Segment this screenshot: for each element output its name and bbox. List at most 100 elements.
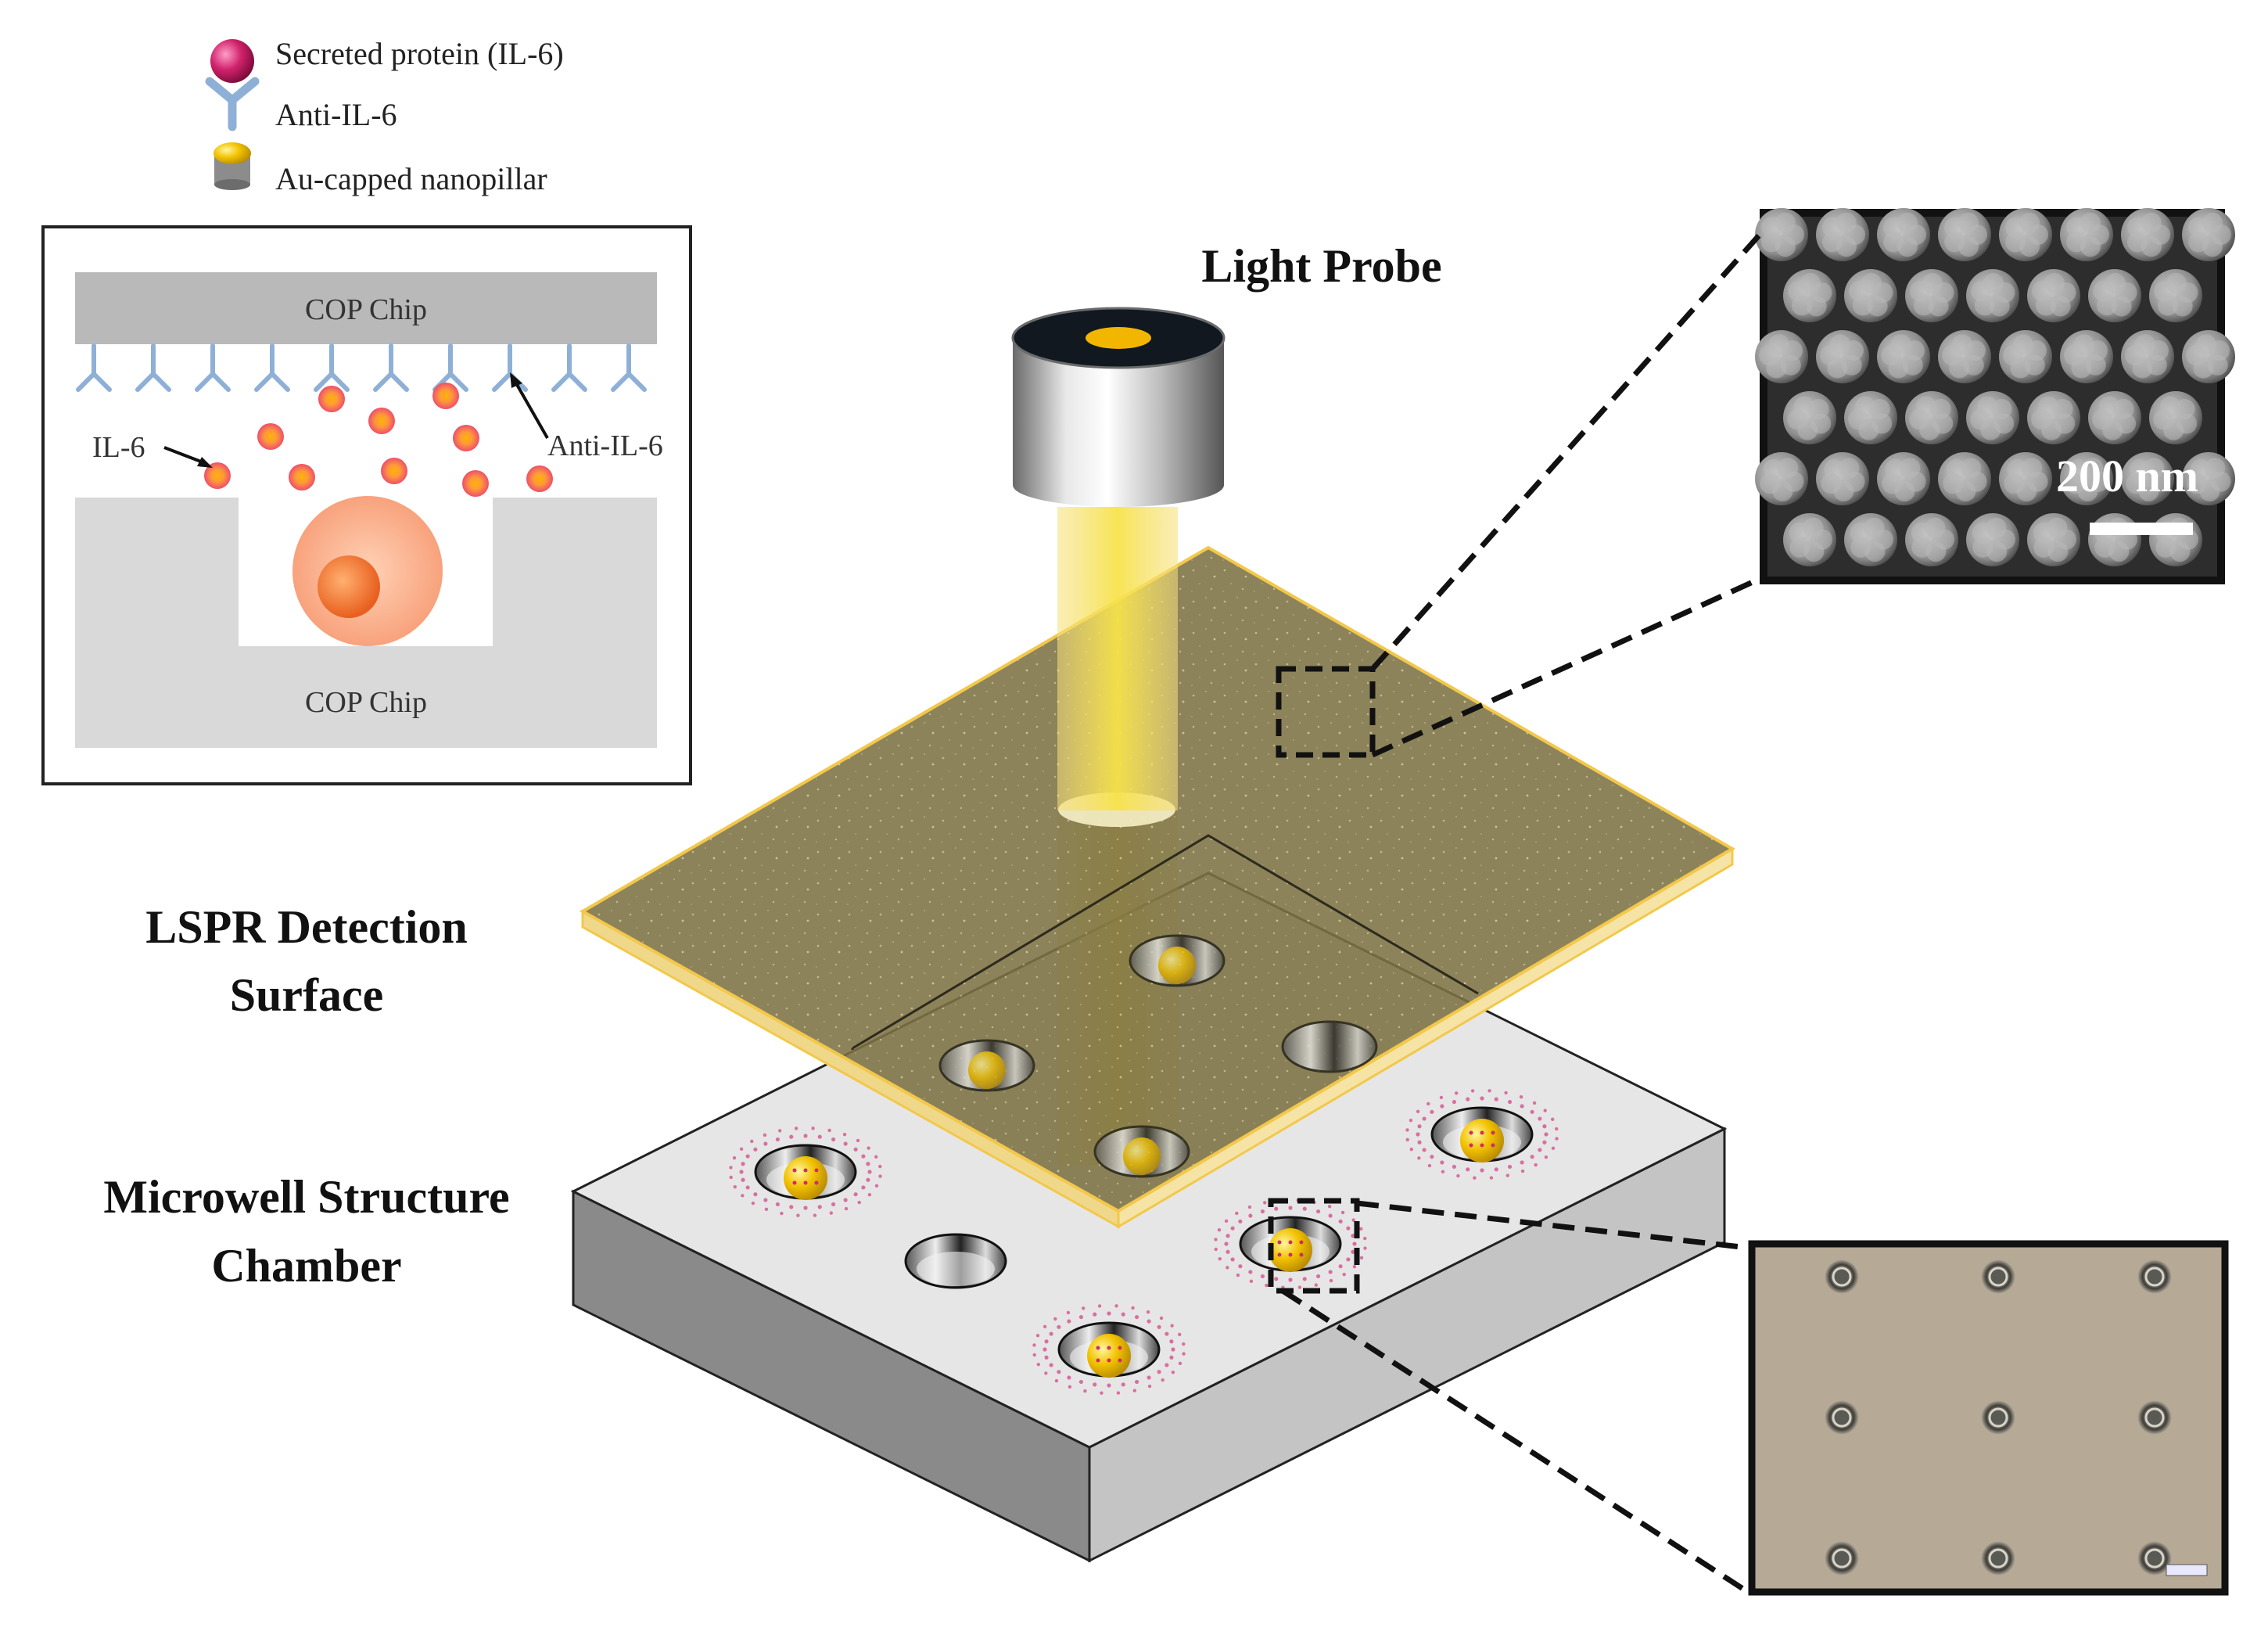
light-probe-label: Light Probe xyxy=(1201,240,1441,292)
faded-well xyxy=(1129,934,1226,987)
top-chip-label: COP Chip xyxy=(305,293,427,326)
antibody xyxy=(254,343,290,392)
microwell-dot xyxy=(1981,1541,2015,1576)
nanopillar-cluster xyxy=(2027,269,2080,322)
well-with-cell xyxy=(1405,1089,1559,1180)
nanopillar-cluster xyxy=(1999,208,2052,261)
il6-arrowhead xyxy=(197,457,213,468)
nanopillar-cluster xyxy=(2121,208,2174,261)
nanopillar-cluster xyxy=(1877,452,1930,505)
nanopillar-cluster xyxy=(2027,391,2080,444)
well-with-cell xyxy=(729,1127,882,1217)
il6-particle xyxy=(381,458,407,484)
faded-well xyxy=(938,1039,1035,1092)
legend-label-antibody: Anti-IL-6 xyxy=(275,97,397,132)
nanopillar-cluster xyxy=(1783,391,1836,444)
il6-particle xyxy=(432,383,459,409)
microwell-dot xyxy=(1825,1259,1859,1294)
il6-particle xyxy=(368,408,395,434)
nanopillar-cluster xyxy=(1844,513,1897,566)
light-beam-upper xyxy=(1057,507,1178,810)
faded-well xyxy=(1093,1125,1190,1178)
nanopillar-cluster xyxy=(1938,330,1991,383)
antibody xyxy=(195,343,231,392)
il6-particle xyxy=(318,386,345,412)
nanopillar-cluster xyxy=(1844,391,1897,444)
nanopillar-cluster xyxy=(1816,208,1869,261)
antibody xyxy=(135,343,171,392)
nanopillar-cluster xyxy=(2182,208,2235,261)
antibody-row xyxy=(76,343,647,392)
nanopillar-cluster xyxy=(1905,391,1958,444)
microwell-selection-box xyxy=(1268,1198,1360,1294)
well-with-cell xyxy=(1032,1304,1186,1395)
visible-wells-under-surface xyxy=(938,934,1378,1178)
il6-arrow xyxy=(163,446,206,465)
captured-cell xyxy=(292,496,443,646)
nanopillar-cluster xyxy=(1816,452,1869,505)
nanopillar-cluster xyxy=(1966,269,2019,322)
anti-il6-label: Anti-IL-6 xyxy=(547,429,663,462)
nanopillar-cluster xyxy=(2149,513,2202,566)
sem-zoom-line-bottom xyxy=(1371,576,1761,758)
sem-selection-box xyxy=(1276,666,1376,758)
microscope-scale-mark xyxy=(2166,1564,2208,1576)
antibody xyxy=(373,343,409,392)
nanopillar-cluster xyxy=(1905,269,1958,322)
sem-scale-label: 200 nm xyxy=(2056,451,2198,501)
nanopillar-cluster xyxy=(2121,330,2174,383)
nanopillar-cluster xyxy=(2121,452,2174,505)
nanopillar-cluster xyxy=(2182,452,2235,505)
legend: Secreted protein (IL-6) Anti-IL-6 Au-cap… xyxy=(205,36,564,196)
nanopillar-cluster xyxy=(1966,513,2019,566)
nanopillar-cluster xyxy=(2088,269,2141,322)
top-cop-chip xyxy=(75,272,657,344)
nanopillar-cluster xyxy=(1755,452,1808,505)
microwell-dot xyxy=(2137,1259,2172,1294)
il6-particle xyxy=(453,425,479,451)
microwell-dot xyxy=(1825,1400,1859,1435)
nanopillar-cluster xyxy=(1783,513,1836,566)
nanopillar-cluster xyxy=(2060,452,2113,505)
microwell-dot xyxy=(1981,1259,2015,1294)
light-probe xyxy=(1011,307,1226,507)
nanopillar-cluster xyxy=(1877,330,1930,383)
nanopillar-cluster xyxy=(2149,391,2202,444)
nanopillar-cluster xyxy=(1755,208,1808,261)
nanopillar-cluster xyxy=(2088,513,2141,566)
nanopillar-cluster xyxy=(1816,330,1869,383)
il6-particle xyxy=(289,464,315,490)
nanopillar-cluster xyxy=(1905,513,1958,566)
antibody xyxy=(611,343,647,392)
lspr-label-line1: LSPR Detection xyxy=(145,901,468,953)
nanopillar-cluster xyxy=(2027,513,2080,566)
microwell-dots xyxy=(1825,1259,2172,1576)
lspr-label-line2: Surface xyxy=(230,969,384,1021)
nanopillar-cluster xyxy=(1755,330,1808,383)
microwell-dot xyxy=(2137,1400,2172,1435)
antibody-icon xyxy=(205,77,260,131)
il6-particle xyxy=(204,462,231,489)
microwell-dot xyxy=(1981,1400,2015,1435)
probe-light-source xyxy=(1086,327,1151,349)
il6-label: IL-6 xyxy=(92,431,145,464)
lspr-detection-surface xyxy=(579,545,1735,1229)
empty-well xyxy=(904,1233,1007,1289)
microwell-array xyxy=(729,1089,1559,1395)
anti-il6-arrow xyxy=(515,383,549,439)
microwell-dot xyxy=(1825,1541,1859,1576)
legend-label-protein: Secreted protein (IL-6) xyxy=(275,36,564,71)
antibody xyxy=(551,343,587,392)
bottom-cop-chip xyxy=(75,498,657,748)
bottom-chip-label: COP Chip xyxy=(305,686,427,719)
antibody xyxy=(314,343,350,392)
protein-icon xyxy=(210,39,254,83)
nanopillar-cluster xyxy=(1783,269,1836,322)
nanopillar-cluster xyxy=(2149,269,2202,322)
microscope-image-inset xyxy=(1748,1240,2229,1596)
il6-particle xyxy=(526,465,553,492)
microwell-label-line2: Chamber xyxy=(211,1240,401,1292)
cell-capture-inset: COP Chip COP Chip IL-6 Anti-IL-6 xyxy=(41,225,692,785)
nanopillar-cluster xyxy=(2060,330,2113,383)
nanopillar-cluster xyxy=(1877,208,1930,261)
